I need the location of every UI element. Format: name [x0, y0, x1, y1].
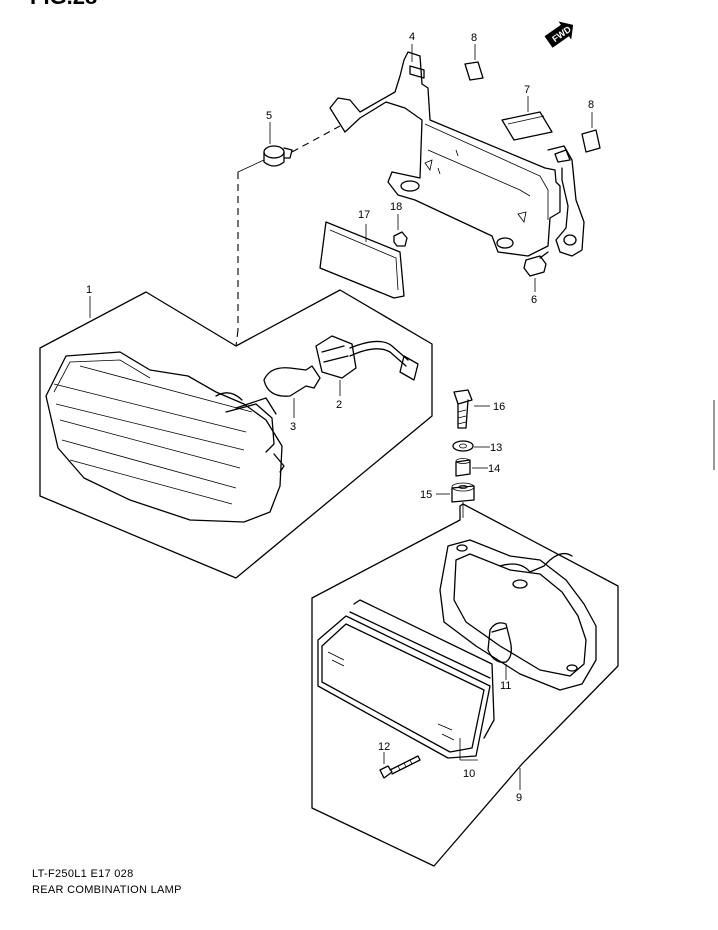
lens-10 [317, 599, 495, 761]
label-part-17: 17 [358, 209, 370, 221]
tail-lamp-housing [45, 351, 285, 523]
fwd-arrow-icon: FWD [544, 21, 573, 48]
grommet [263, 122, 293, 167]
washer-13 [452, 440, 490, 452]
label-part-6: 6 [531, 294, 537, 306]
lamp-case [439, 539, 597, 691]
label-part-12: 12 [378, 741, 390, 753]
reflector [319, 221, 405, 299]
label-part-3: 3 [290, 421, 296, 433]
label-part-18: 18 [390, 201, 402, 213]
pad [501, 111, 553, 141]
label-part-16: 16 [493, 401, 505, 413]
label-part-11: 11 [500, 680, 511, 692]
model-code: LT-F250L1 E17 028 [32, 868, 134, 880]
label-part-14: 14 [488, 463, 500, 475]
socket-2 [315, 335, 419, 396]
nut [393, 231, 408, 247]
screw-16 [453, 389, 490, 429]
cushion-upper [464, 61, 484, 81]
figure-title: FIG.28 [30, 0, 97, 9]
label-part-7: 7 [524, 84, 530, 96]
bolt-6 [523, 251, 549, 292]
label-part-13: 13 [490, 442, 502, 454]
label-part-10: 10 [463, 768, 475, 780]
label-part-1: 1 [86, 284, 92, 296]
bracket [329, 51, 585, 257]
collar-14 [455, 458, 488, 477]
label-part-5: 5 [266, 110, 272, 122]
label-part-9: 9 [516, 792, 522, 804]
cushion-right [581, 129, 601, 153]
label-part-15: 15 [420, 489, 432, 501]
assembly-frame-9 [311, 503, 619, 867]
bulb-3 [263, 365, 321, 418]
assembly-frame-1 [39, 289, 433, 579]
cushion-15 [436, 482, 475, 503]
label-part-8a: 8 [471, 32, 477, 44]
bulb-11 [487, 622, 512, 680]
label-part-2: 2 [336, 399, 342, 411]
label-part-8b: 8 [588, 99, 594, 111]
diagram-caption: REAR COMBINATION LAMP [32, 884, 182, 896]
screw-12 [379, 752, 421, 779]
label-part-4: 4 [409, 31, 415, 43]
